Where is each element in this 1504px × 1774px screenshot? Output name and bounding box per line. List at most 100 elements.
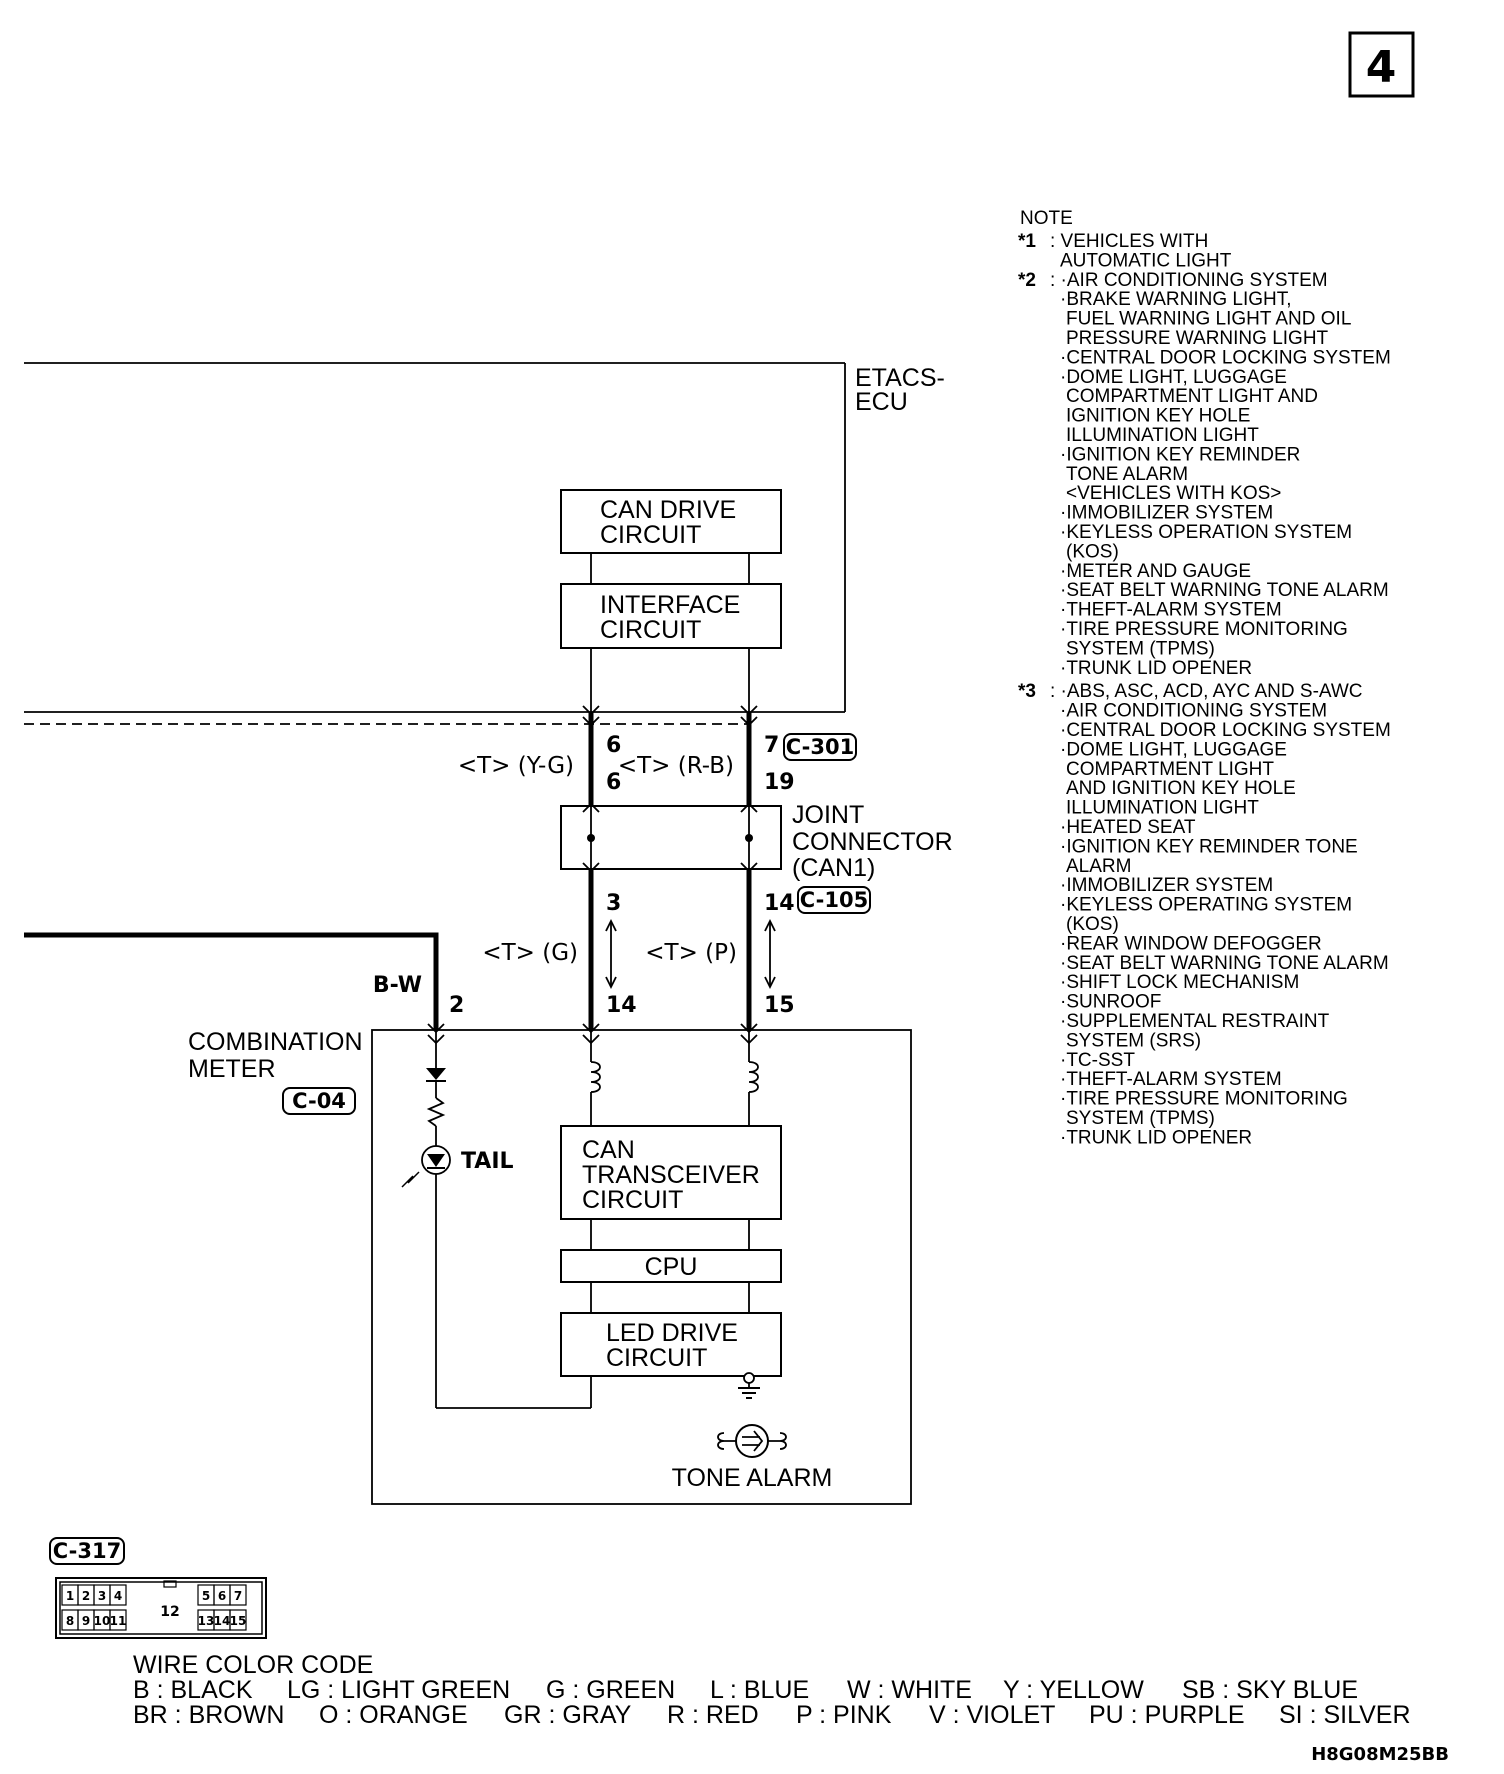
- note-line: ·SUPPLEMENTAL RESTRAINT: [1060, 1011, 1330, 1032]
- pin-meter-tail: 2: [449, 993, 464, 1018]
- wire-color-entry: SI : SILVER: [1279, 1701, 1411, 1729]
- wire-color-entry: LG : LIGHT GREEN: [287, 1676, 510, 1704]
- note-line: ·HEATED SEAT: [1060, 817, 1196, 838]
- wire-color-entry: V : VIOLET: [929, 1701, 1055, 1729]
- wire-color-entry: R : RED: [667, 1701, 759, 1729]
- note-line: AUTOMATIC LIGHT: [1060, 250, 1232, 271]
- note-line: <VEHICLES WITH KOS>: [1066, 483, 1281, 504]
- lower-can-wires: 3 14 C-105 <T> (G) <T> (P) 14 15: [482, 869, 871, 1030]
- can-coils: [590, 1030, 759, 1126]
- cpu: CPU: [560, 1249, 782, 1283]
- note-line: ·SEAT BELT WARNING TONE ALARM: [1060, 953, 1389, 974]
- wire-label-b-w: B-W: [373, 973, 422, 998]
- tone-alarm-label: TONE ALARM: [672, 1464, 833, 1492]
- c317-pin-number: 1: [66, 1589, 74, 1603]
- note-line: ·TIRE PRESSURE MONITORING: [1060, 619, 1348, 640]
- c317-pin-cell: [229, 1584, 247, 1606]
- c317-pin-number: 9: [82, 1614, 90, 1628]
- note-marker: *1: [1018, 231, 1036, 252]
- wire-label-p: <T> (P): [645, 940, 737, 966]
- etacs-ecu: ETACS- ECU: [24, 362, 945, 725]
- note-line: ·DOME LIGHT, LUGGAGE: [1060, 367, 1287, 388]
- c317-pin-number: 8: [66, 1614, 74, 1628]
- transceiver-label-2: TRANSCEIVER: [582, 1161, 760, 1189]
- note-line: ·BRAKE WARNING LIGHT,: [1060, 289, 1292, 310]
- note-line: ILLUMINATION LIGHT: [1066, 798, 1259, 819]
- note-line: PRESSURE WARNING LIGHT: [1066, 328, 1329, 349]
- note-line: ·IGNITION KEY REMINDER TONE: [1060, 836, 1358, 857]
- interface-label-2: CIRCUIT: [600, 616, 701, 644]
- c317-pin-number: 11: [110, 1614, 127, 1628]
- joint-label-3: (CAN1): [792, 854, 875, 882]
- pin-c301-left: 6: [606, 733, 621, 758]
- c317-pin-number: 14: [214, 1614, 231, 1628]
- note-line: SYSTEM (TPMS): [1066, 1108, 1215, 1129]
- page-number: 4: [1348, 31, 1415, 98]
- note-line: SYSTEM (SRS): [1066, 1030, 1201, 1051]
- figure-code: H8G08M25BB: [1311, 1744, 1449, 1765]
- wire-color-entry: P : PINK: [796, 1701, 892, 1729]
- pin-meter-right: 15: [764, 993, 795, 1018]
- wire-color-entry: L : BLUE: [710, 1676, 809, 1704]
- etacs-label-2: ECU: [855, 388, 908, 416]
- wire-color-entry: BR : BROWN: [133, 1701, 284, 1729]
- wire-color-entry: GR : GRAY: [504, 1701, 632, 1729]
- connector-c04: C-04: [292, 1089, 346, 1113]
- wire-color-entry: O : ORANGE: [319, 1701, 468, 1729]
- page-number-text: 4: [1366, 42, 1397, 93]
- c317-label: C-317: [53, 1539, 121, 1563]
- b-w-wire: B-W 2: [24, 932, 464, 1030]
- wire-color-entry: G : GREEN: [546, 1676, 675, 1704]
- c317-key: [163, 1580, 177, 1588]
- joint-label-1: JOINT: [792, 801, 864, 829]
- note-line: ·CENTRAL DOOR LOCKING SYSTEM: [1060, 347, 1391, 368]
- combination-meter: COMBINATION METER C-04: [188, 1028, 912, 1505]
- pin-c301-right: 7: [764, 733, 779, 758]
- note-line: ·AIR CONDITIONING SYSTEM: [1060, 701, 1327, 722]
- led-drive-label-2: CIRCUIT: [606, 1344, 707, 1372]
- note-line: ·TIRE PRESSURE MONITORING: [1060, 1089, 1348, 1110]
- wire-label-r-b: <T> (R-B): [618, 753, 734, 779]
- c317-pin-number: 7: [234, 1589, 242, 1603]
- led-drive-circuit: LED DRIVE CIRCUIT: [560, 1312, 782, 1377]
- note-line: ·IGNITION KEY REMINDER: [1060, 444, 1300, 465]
- wire-color-entry: W : WHITE: [847, 1676, 972, 1704]
- note-line: ·SHIFT LOCK MECHANISM: [1060, 972, 1299, 993]
- wire-label-y-g: <T> (Y-G): [458, 753, 574, 779]
- note-line: ·KEYLESS OPERATION SYSTEM: [1060, 522, 1352, 543]
- can-transceiver-circuit: CAN TRANSCEIVER CIRCUIT: [560, 1125, 782, 1220]
- c317-pin-number: 10: [94, 1614, 111, 1628]
- note-line: SYSTEM (TPMS): [1066, 638, 1215, 659]
- note-line: COMPARTMENT LIGHT: [1066, 759, 1274, 780]
- note-line: ·TRUNK LID OPENER: [1060, 658, 1252, 679]
- wire-color-code-row-1: B : BLACK LG : LIGHT GREEN G : GREEN L : BL…: [133, 1676, 1358, 1704]
- wire-color-entry: B : BLACK: [133, 1676, 253, 1704]
- note-line: ·METER AND GAUGE: [1060, 561, 1251, 582]
- note-line: ILLUMINATION LIGHT: [1066, 425, 1259, 446]
- transceiver-label-1: CAN: [582, 1136, 635, 1164]
- note-line: ·KEYLESS OPERATING SYSTEM: [1060, 895, 1352, 916]
- note-line: ·SUNROOF: [1060, 992, 1161, 1013]
- note-line: ·SEAT BELT WARNING TONE ALARM: [1060, 580, 1389, 601]
- note-line: FUEL WARNING LIGHT AND OIL: [1066, 309, 1351, 330]
- note-line: IGNITION KEY HOLE: [1066, 406, 1250, 427]
- note-line: COMPARTMENT LIGHT AND: [1066, 386, 1318, 407]
- can-drive-circuit: CAN DRIVE CIRCUIT: [560, 489, 782, 554]
- meter-label-2: METER: [188, 1055, 276, 1083]
- note-line: ·CENTRAL DOOR LOCKING SYSTEM: [1060, 720, 1391, 741]
- c317-pin-number: 15: [230, 1614, 247, 1628]
- interface-label-1: INTERFACE: [600, 591, 740, 619]
- c317-pin-number: 13: [198, 1614, 215, 1628]
- joint-label-2: CONNECTOR: [792, 828, 953, 856]
- note-line: (KOS): [1066, 541, 1119, 562]
- c317-pin-cell: [229, 1609, 247, 1631]
- etacs-label-1: ETACS-: [855, 364, 945, 392]
- note-line: TONE ALARM: [1066, 464, 1188, 485]
- tail-label: TAIL: [461, 1149, 514, 1174]
- note-marker: *2: [1018, 270, 1036, 291]
